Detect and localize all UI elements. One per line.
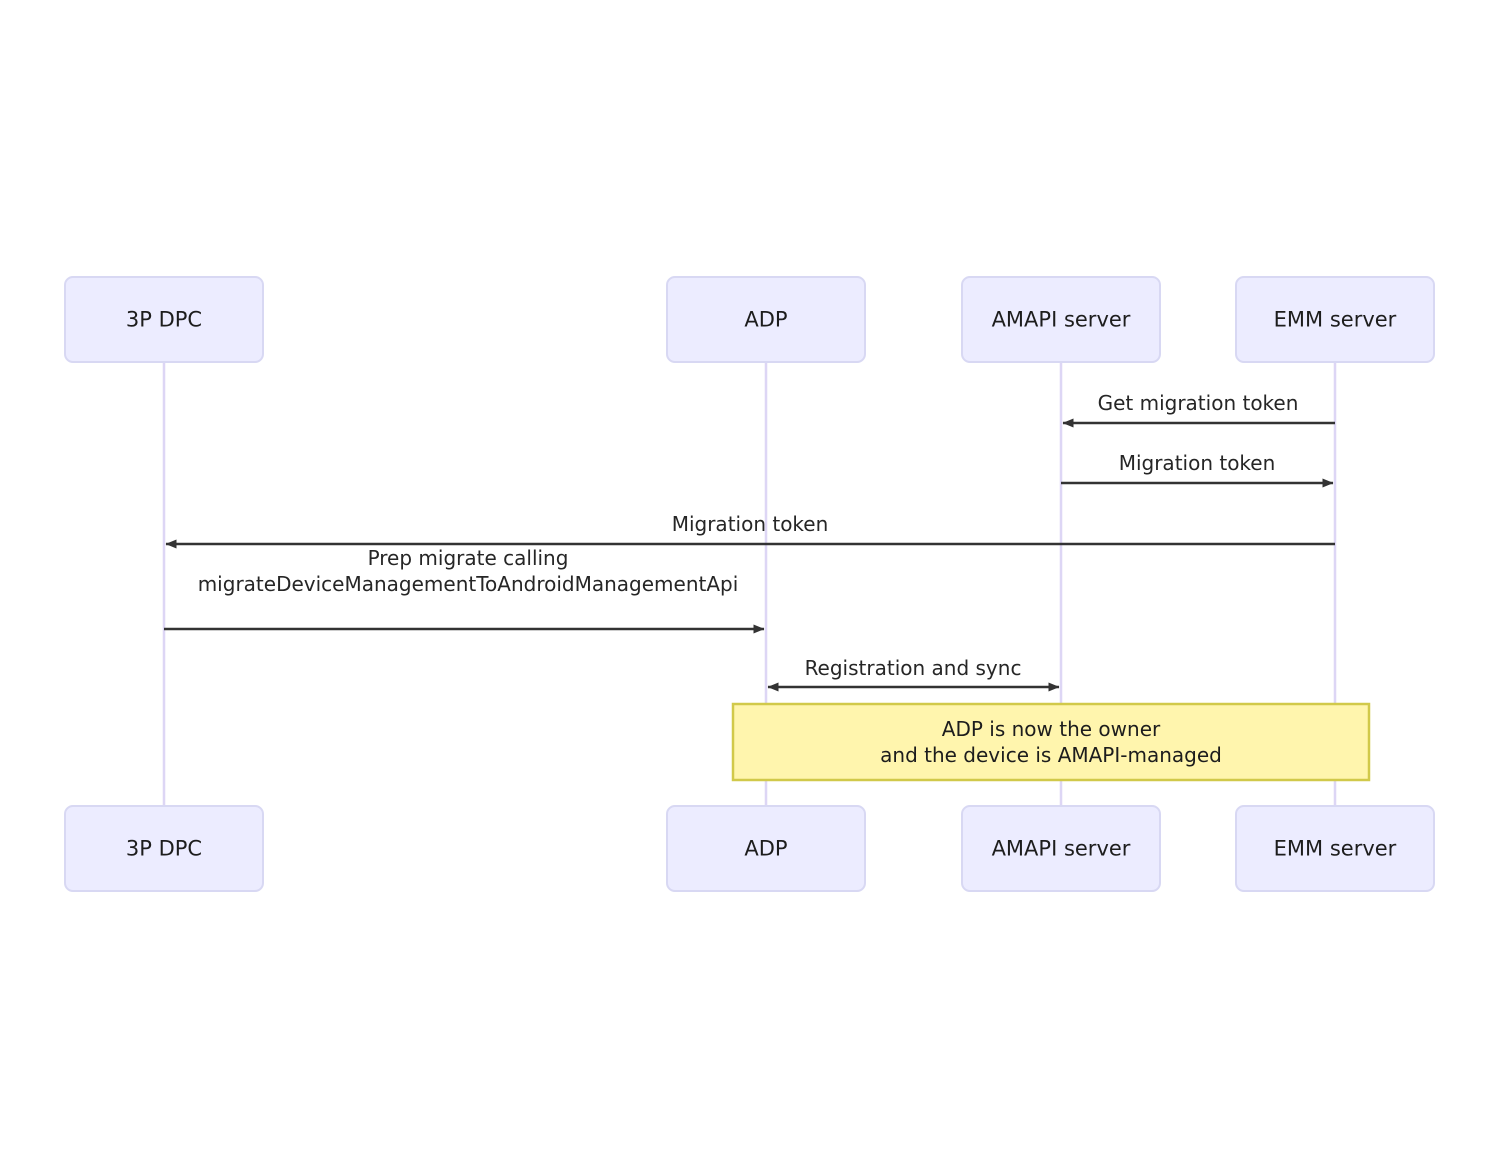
message-m1[interactable]: Get migration token <box>1062 391 1335 428</box>
message-m4[interactable]: Prep migrate callingmigrateDeviceManagem… <box>164 546 765 634</box>
message-label-m5: Registration and sync <box>805 656 1022 680</box>
message-m5[interactable]: Registration and sync <box>767 656 1060 692</box>
participant-label-adp: ADP <box>744 837 787 861</box>
participant-box-rect <box>666 276 866 363</box>
note-box <box>731 702 1371 782</box>
participant-box-rect <box>961 276 1161 363</box>
participant-label-adp: ADP <box>744 308 787 332</box>
participant-label-emm: EMM server <box>1274 837 1397 861</box>
participant-label-amapi: AMAPI server <box>992 837 1131 861</box>
participants-top-layer: 3P DPC ADP AMAPI server EMM server <box>64 276 1435 363</box>
participants-bottom-layer: 3P DPC ADP AMAPI server EMM server <box>64 805 1435 892</box>
participant-box-rect <box>961 805 1161 892</box>
participant-emm-top[interactable]: EMM server <box>1235 276 1435 363</box>
participant-emm-bottom[interactable]: EMM server <box>1235 805 1435 892</box>
message-label-m1: Get migration token <box>1098 391 1299 415</box>
participant-box-rect <box>64 805 264 892</box>
participant-adp-top[interactable]: ADP <box>666 276 866 363</box>
note-text-line1: ADP is now the owner <box>942 717 1161 741</box>
participant-dpc-top[interactable]: 3P DPC <box>64 276 264 363</box>
message-m3[interactable]: Migration token <box>165 512 1335 549</box>
participant-box-rect <box>666 805 866 892</box>
message-label-m2: Migration token <box>1119 451 1276 475</box>
participant-label-emm: EMM server <box>1274 308 1397 332</box>
message-label-m4-line1: Prep migrate calling <box>368 546 569 570</box>
participant-label-amapi: AMAPI server <box>992 308 1131 332</box>
participant-box-rect <box>1235 805 1435 892</box>
message-label-m3: Migration token <box>672 512 829 536</box>
participant-dpc-bottom[interactable]: 3P DPC <box>64 805 264 892</box>
participant-amapi-top[interactable]: AMAPI server <box>961 276 1161 363</box>
participant-box-rect <box>1235 276 1435 363</box>
participant-adp-bottom[interactable]: ADP <box>666 805 866 892</box>
participant-label-dpc: 3P DPC <box>126 308 202 332</box>
message-m2[interactable]: Migration token <box>1061 451 1334 488</box>
participant-amapi-bottom[interactable]: AMAPI server <box>961 805 1161 892</box>
participant-label-dpc: 3P DPC <box>126 837 202 861</box>
note-text-line2: and the device is AMAPI-managed <box>880 743 1222 767</box>
participant-box-rect <box>64 276 264 363</box>
message-label-m4-line2: migrateDeviceManagementToAndroidManageme… <box>198 572 739 596</box>
